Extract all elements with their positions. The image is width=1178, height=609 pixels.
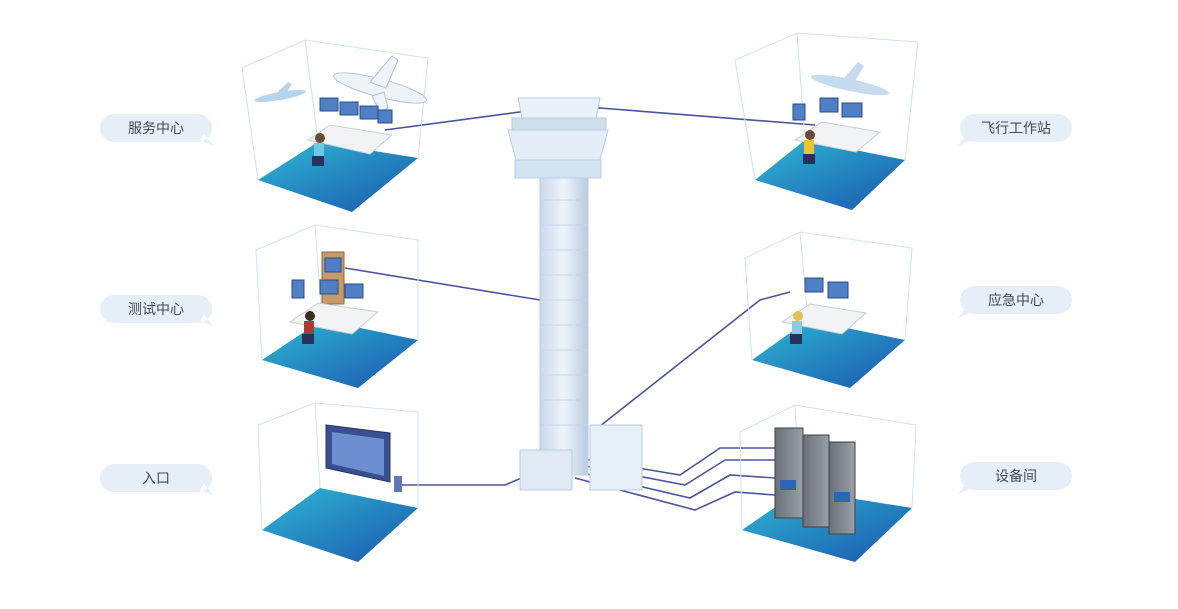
label-service-center: 服务中心	[100, 114, 214, 146]
room-emergency-center	[744, 231, 913, 388]
equipment-room-label: 设备间	[995, 468, 1037, 485]
room-flight-workstation	[734, 32, 919, 210]
access-terminal-icon	[394, 476, 402, 492]
monitor-icon	[792, 97, 863, 121]
airplane-icon	[333, 55, 427, 113]
label-flight-workstation: 飞行工作站	[958, 114, 1072, 146]
room-service-center	[241, 39, 429, 212]
room-equipment	[739, 404, 917, 562]
operator-icon	[803, 130, 815, 164]
airplane-small-icon	[254, 82, 306, 102]
monitor-icon	[804, 277, 849, 299]
operator-icon	[790, 311, 803, 344]
label-entrance: 入口	[100, 464, 214, 496]
display-screen-icon	[325, 424, 391, 483]
monitor-icon	[291, 257, 364, 299]
room-entrance	[257, 402, 419, 562]
label-equipment-room: 设备间	[958, 462, 1072, 494]
airplane-icon	[810, 62, 890, 96]
label-test-center: 测试中心	[100, 295, 214, 327]
line-entrance	[398, 469, 541, 486]
operator-icon	[302, 311, 315, 344]
monitor-icon	[319, 97, 393, 124]
line-emergency-center	[589, 291, 791, 441]
entrance-label: 入口	[142, 471, 170, 487]
label-emergency-center: 应急中心	[958, 286, 1072, 318]
service-center-label: 服务中心	[128, 121, 184, 137]
operator-icon	[312, 133, 325, 166]
room-test-center	[255, 224, 419, 388]
line-equipment-4	[574, 477, 776, 511]
control-tower	[507, 97, 643, 491]
test-center-label: 测试中心	[128, 302, 184, 318]
emergency-center-label: 应急中心	[988, 292, 1044, 309]
server-rack-icon	[774, 427, 856, 535]
flight-workstation-label: 飞行工作站	[981, 121, 1051, 137]
